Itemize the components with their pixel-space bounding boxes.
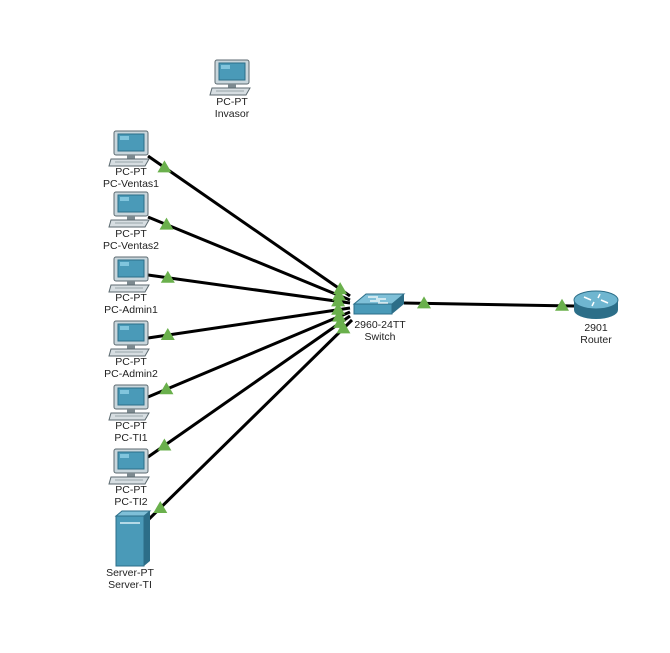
link-up-marker-admin1-switch-a (160, 270, 175, 283)
server-icon[interactable] (114, 510, 152, 567)
links-layer (144, 154, 575, 524)
device-model: PC-PT (216, 96, 248, 108)
device-name: Switch (364, 331, 396, 343)
device-name: Server-TI (108, 579, 152, 591)
link-ti1-switch[interactable] (147, 310, 351, 399)
device-model: PC-PT (115, 292, 147, 304)
link-admin1-switch[interactable] (147, 273, 351, 305)
link-ti2-switch[interactable] (147, 314, 351, 459)
link-up-marker-ti1-switch-b (331, 309, 346, 322)
link-status-markers (153, 160, 570, 513)
link-up-marker-ti1-switch-a (159, 382, 174, 395)
pc-icon[interactable] (108, 320, 150, 357)
link-admin2-switch[interactable] (147, 306, 351, 340)
device-name: PC-TI2 (114, 496, 148, 508)
device-model: 2960-24TT (354, 319, 406, 331)
device-model: 2901 (584, 322, 608, 334)
device-model: PC-PT (115, 166, 147, 178)
device-name: Router (580, 334, 612, 346)
device-model: PC-PT (115, 356, 147, 368)
device-model: Server-PT (106, 567, 154, 579)
link-ventas2-switch[interactable] (147, 215, 351, 302)
link-up-marker-admin2-switch-a (160, 328, 175, 341)
switch-icon[interactable] (352, 293, 406, 315)
device-model: PC-PT (115, 420, 147, 432)
link-ventas1-switch[interactable] (147, 154, 351, 298)
pc-icon[interactable] (108, 256, 150, 293)
device-name: PC-Admin2 (104, 368, 158, 380)
pc-icon[interactable] (108, 448, 150, 485)
device-name: PC-Ventas1 (102, 178, 160, 190)
link-up-marker-server-switch-a (153, 500, 168, 513)
link-up-marker-server-switch-b (336, 321, 351, 334)
link-up-marker-switch-router-a (416, 296, 431, 309)
device-model: PC-PT (115, 228, 147, 240)
pc-icon[interactable] (108, 384, 150, 421)
device-model: PC-PT (115, 484, 147, 496)
device-name: PC-TI1 (114, 432, 148, 444)
link-up-marker-ventas1-switch-a (157, 160, 172, 173)
link-up-marker-ventas1-switch-b (333, 282, 348, 295)
router-icon[interactable] (573, 290, 619, 319)
link-up-marker-ventas2-switch-a (159, 217, 174, 230)
device-name: Invasor (214, 108, 250, 120)
link-up-marker-ventas2-switch-b (331, 288, 346, 301)
pc-icon[interactable] (108, 130, 150, 167)
device-name: PC-Ventas2 (102, 240, 160, 252)
link-switch-router[interactable] (403, 301, 575, 308)
device-name: PC-Admin1 (104, 304, 158, 316)
link-server-switch[interactable] (144, 318, 354, 524)
link-up-marker-switch-router-b (555, 298, 570, 311)
link-up-marker-admin1-switch-b (331, 294, 346, 307)
pc-icon[interactable] (209, 59, 251, 96)
pc-icon[interactable] (108, 191, 150, 228)
devices-layer (108, 59, 619, 567)
link-up-marker-admin2-switch-b (331, 302, 346, 315)
link-up-marker-ti2-switch-a (157, 438, 172, 451)
